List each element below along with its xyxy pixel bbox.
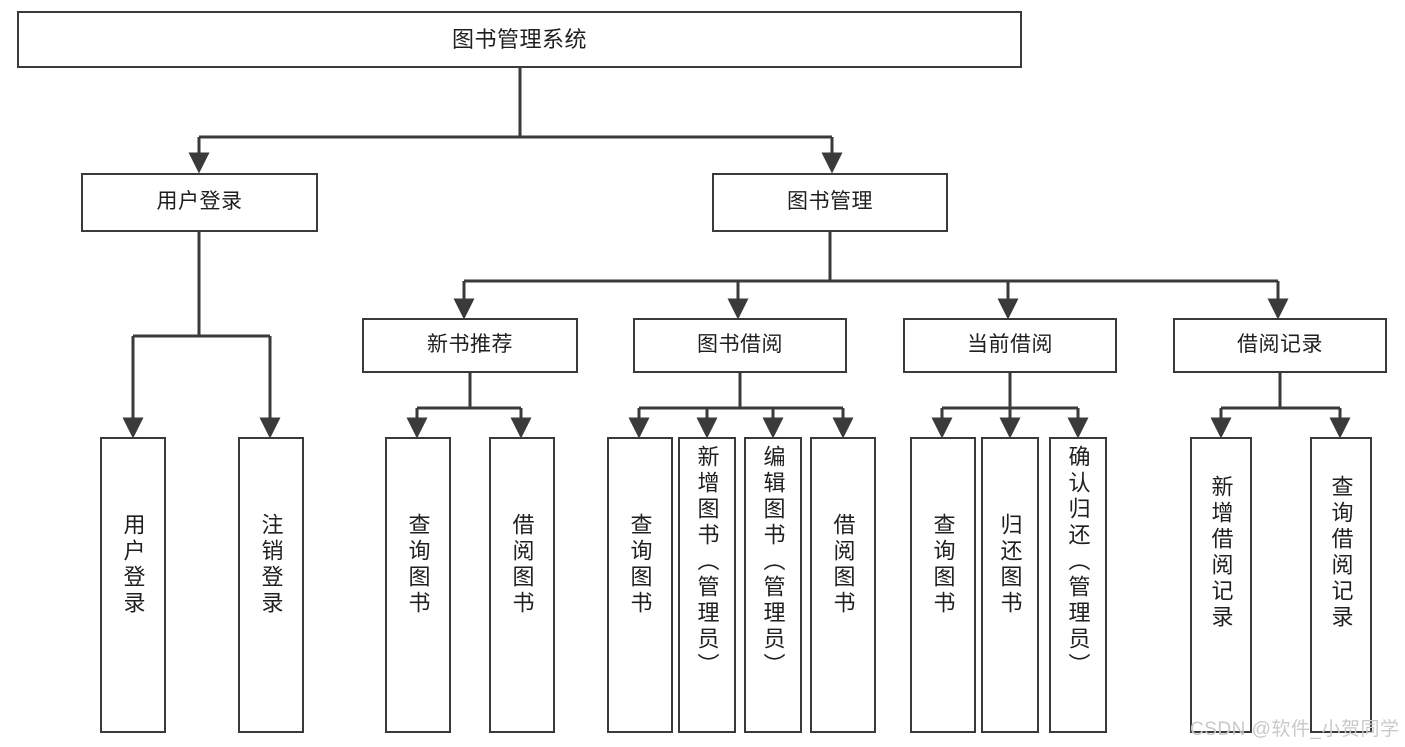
node-borrow-record[interactable]: 借阅记录 (1173, 318, 1387, 373)
leaf-return-book[interactable]: 归还图书 (981, 437, 1039, 733)
leaf-rec-query-book[interactable]: 查询图书 (385, 437, 451, 733)
node-root[interactable]: 图书管理系统 (17, 11, 1022, 68)
watermark: CSDN @软件_小贺同学 (1190, 714, 1399, 741)
leaf-user-logout[interactable]: 注销登录 (238, 437, 304, 733)
leaf-add-borrow-record[interactable]: 新增借阅记录 (1190, 437, 1252, 733)
leaf-add-borrow-record-label: 新增借阅记录 (1208, 475, 1234, 631)
leaf-borrow-book[interactable]: 借阅图书 (810, 437, 876, 733)
node-user-login-label: 用户登录 (156, 190, 243, 214)
node-book-borrow-label: 图书借阅 (697, 333, 783, 357)
leaf-user-login-label: 用户登录 (120, 513, 146, 617)
node-current-borrow-label: 当前借阅 (967, 333, 1053, 357)
leaf-confirm-return-admin-label: 确认归还（管理员） (1065, 445, 1091, 679)
leaf-confirm-return-admin[interactable]: 确认归还（管理员） (1049, 437, 1107, 733)
node-borrow-record-label: 借阅记录 (1237, 333, 1323, 357)
leaf-user-login[interactable]: 用户登录 (100, 437, 166, 733)
node-user-login[interactable]: 用户登录 (81, 173, 318, 232)
leaf-borrow-query-book-label: 查询图书 (627, 513, 653, 617)
leaf-return-book-label: 归还图书 (997, 513, 1023, 617)
leaf-add-book-admin-label: 新增图书（管理员） (694, 445, 720, 679)
leaf-query-borrow-record[interactable]: 查询借阅记录 (1310, 437, 1372, 733)
leaf-add-book-admin[interactable]: 新增图书（管理员） (678, 437, 736, 733)
leaf-rec-borrow-book-label: 借阅图书 (509, 513, 535, 617)
node-book-manage-label: 图书管理 (787, 190, 873, 214)
node-book-manage[interactable]: 图书管理 (712, 173, 948, 232)
leaf-edit-book-admin-label: 编辑图书（管理员） (760, 445, 786, 679)
leaf-user-logout-label: 注销登录 (258, 513, 284, 617)
leaf-rec-query-book-label: 查询图书 (405, 513, 431, 617)
leaf-borrow-book-label: 借阅图书 (830, 513, 856, 617)
leaf-borrow-query-book[interactable]: 查询图书 (607, 437, 673, 733)
node-root-label: 图书管理系统 (451, 26, 587, 52)
leaf-edit-book-admin[interactable]: 编辑图书（管理员） (744, 437, 802, 733)
leaf-rec-borrow-book[interactable]: 借阅图书 (489, 437, 555, 733)
leaf-query-borrow-record-label: 查询借阅记录 (1328, 475, 1354, 631)
leaf-cur-query-book-label: 查询图书 (930, 513, 956, 617)
node-book-borrow[interactable]: 图书借阅 (633, 318, 847, 373)
node-new-book-rec[interactable]: 新书推荐 (362, 318, 578, 373)
node-new-book-rec-label: 新书推荐 (427, 333, 513, 357)
watermark-text: CSDN @软件_小贺同学 (1190, 719, 1400, 740)
node-current-borrow[interactable]: 当前借阅 (903, 318, 1117, 373)
leaf-cur-query-book[interactable]: 查询图书 (910, 437, 976, 733)
